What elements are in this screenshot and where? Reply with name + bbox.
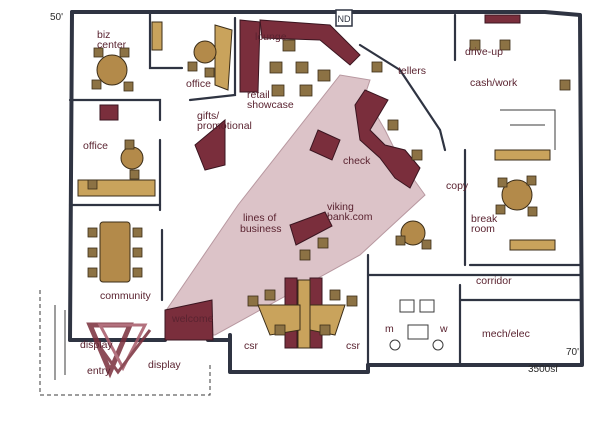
room-break-line2: room [471,223,495,235]
room-retail-line2: showcase [247,99,294,111]
room-csr-left: csr [244,340,259,352]
room-gifts-line1: gifts/ [197,110,219,122]
furniture [87,21,571,351]
area-label: 3500sf [528,364,558,375]
room-gifts-line2: promotional [197,120,252,132]
room-entry: entry [87,365,111,377]
entry-canopy [39,290,211,396]
dimension-top-left: 50' [50,12,63,23]
room-tellers: tellers [398,65,426,77]
counters [77,24,556,349]
room-lounge: lounge [255,31,287,43]
room-check: check [343,155,371,167]
room-display-left: display [80,339,113,351]
exterior-walls [68,10,584,374]
room-biz-center-line1: biz [97,29,110,41]
interior-walls [68,10,584,367]
room-lines-line2: business [240,223,281,235]
room-lines-line1: lines of [243,212,276,224]
dimension-bottom-right: 70' [566,347,579,358]
room-mech-elec: mech/elec [482,328,530,340]
room-retail-line1: retail [247,89,270,101]
room-display-bottom: display [148,359,181,371]
room-drive-up: drive-up [465,46,503,58]
room-welcome: welcome [171,313,214,325]
svg-text:ND: ND [338,14,351,24]
room-cash-work: cash/work [470,77,518,89]
room-w: w [439,323,448,335]
room-corridor: corridor [476,275,512,287]
room-community: community [100,290,152,302]
room-office-left: office [83,140,108,152]
room-m: m [385,323,394,335]
room-biz-center-line2: center [97,39,127,51]
room-office-top: office [186,78,211,90]
room-copy: copy [446,180,469,192]
room-csr-right: csr [346,340,361,352]
logo-icon [86,322,152,379]
room-viking-line1: viking [327,201,354,213]
room-viking-line2: bank.com [327,211,373,223]
room-break-line1: break [471,213,498,225]
north-arrow-icon: ND [335,9,353,27]
